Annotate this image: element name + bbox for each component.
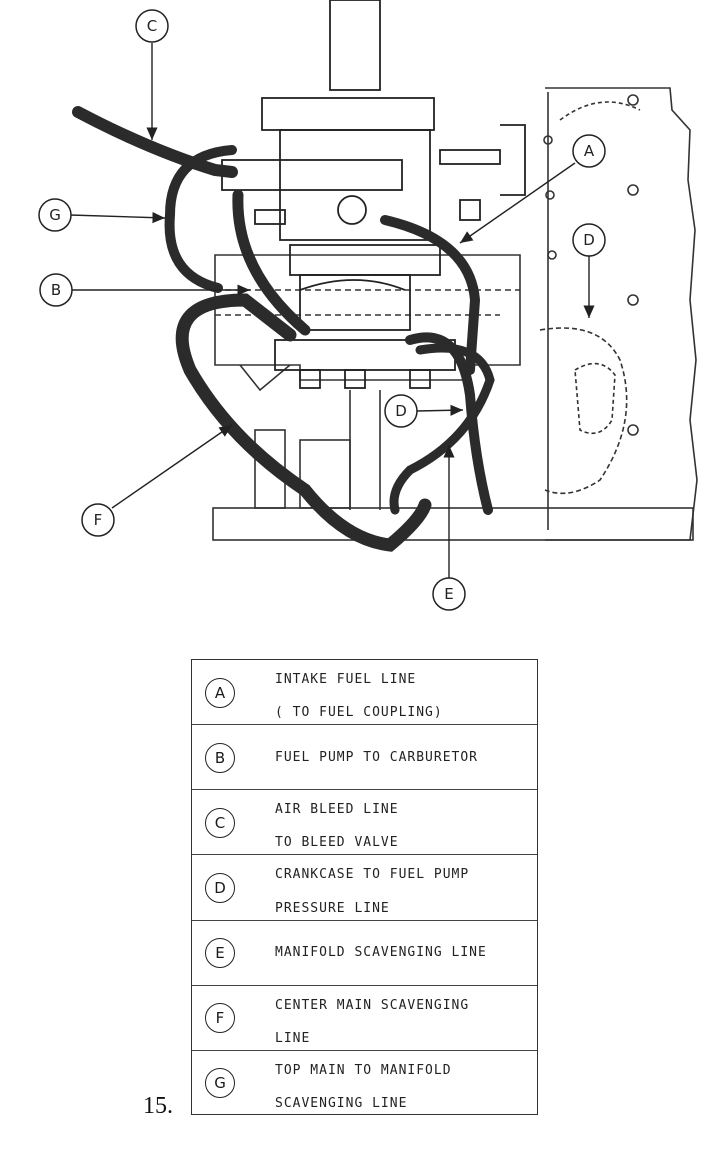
legend-description-line: PRESSURE LINE xyxy=(275,900,390,916)
hose-b xyxy=(232,189,311,336)
hose-f xyxy=(175,293,432,552)
legend-row-g: G TOP MAIN TO MANIFOLD SCAVENGING LINE xyxy=(192,1051,537,1116)
legend-row-e: E MANIFOLD SCAVENGING LINE xyxy=(192,921,537,986)
callout-d-inner: D xyxy=(384,394,418,428)
legend-key-badge: G xyxy=(205,1068,235,1099)
legend-key-badge: D xyxy=(205,872,235,903)
legend-description-line: LINE xyxy=(275,1030,311,1046)
hose-lines xyxy=(72,106,495,552)
callout-a-label: A xyxy=(584,142,595,160)
callout-a: A xyxy=(572,134,606,168)
callout-e-label: E xyxy=(444,585,453,603)
carburetor xyxy=(221,0,526,389)
callout-f: F xyxy=(81,503,115,537)
legend-description-line: AIR BLEED LINE xyxy=(275,802,399,818)
hose-a xyxy=(380,215,481,375)
callout-d-label: D xyxy=(583,231,595,249)
hose-g xyxy=(164,145,237,293)
callout-d-inner-label: D xyxy=(395,402,407,420)
legend-description-line: MANIFOLD SCAVENGING LINE xyxy=(275,945,487,961)
callout-d: D xyxy=(572,223,606,257)
legend-description-line: TOP MAIN TO MANIFOLD xyxy=(275,1062,452,1078)
legend-description-line: SCAVENGING LINE xyxy=(275,1095,408,1111)
figure-number: 15. xyxy=(143,1093,173,1119)
hose-c xyxy=(72,106,238,178)
callout-b: B xyxy=(39,273,73,307)
legend-description-line: FUEL PUMP TO CARBURETOR xyxy=(275,749,479,765)
legend-row-b: B FUEL PUMP TO CARBURETOR xyxy=(192,725,537,791)
legend-key-badge: F xyxy=(205,1003,235,1034)
legend-description-line: ( TO FUEL COUPLING) xyxy=(275,705,443,721)
legend-row-d: D CRANKCASE TO FUEL PUMP PRESSURE LINE xyxy=(192,855,537,921)
fuel-system-diagram: C G B A D D E F xyxy=(38,0,698,611)
legend-key-badge: B xyxy=(205,742,235,773)
legend-key-badge: E xyxy=(205,938,235,969)
callout-leaders xyxy=(69,43,595,578)
callout-g: G xyxy=(38,198,72,232)
hose-d xyxy=(405,332,493,515)
legend-row-f: F CENTER MAIN SCAVENGING LINE xyxy=(192,986,537,1051)
legend-description-line: CRANKCASE TO FUEL PUMP xyxy=(275,867,470,883)
callout-e: E xyxy=(432,577,466,611)
legend-description-line: INTAKE FUEL LINE xyxy=(275,672,417,687)
engine-block xyxy=(539,87,698,541)
callout-c: C xyxy=(135,9,169,43)
callout-b-label: B xyxy=(51,281,61,299)
legend-description-line: CENTER MAIN SCAVENGING xyxy=(275,997,470,1013)
hose-e xyxy=(389,343,495,515)
legend-row-c: C AIR BLEED LINE TO BLEED VALVE xyxy=(192,790,537,856)
legend-key-badge: C xyxy=(205,807,235,838)
legend-key-badge: A xyxy=(205,677,235,708)
callout-f-label: F xyxy=(94,511,103,529)
base-plate xyxy=(212,390,694,541)
legend-description-line: TO BLEED VALVE xyxy=(275,835,399,851)
legend-row-a: A INTAKE FUEL LINE ( TO FUEL COUPLING) xyxy=(192,660,537,726)
callout-c-label: C xyxy=(147,17,157,35)
legend-table: A INTAKE FUEL LINE ( TO FUEL COUPLING) B FUE… xyxy=(191,659,538,1115)
callout-g-label: G xyxy=(49,206,61,224)
